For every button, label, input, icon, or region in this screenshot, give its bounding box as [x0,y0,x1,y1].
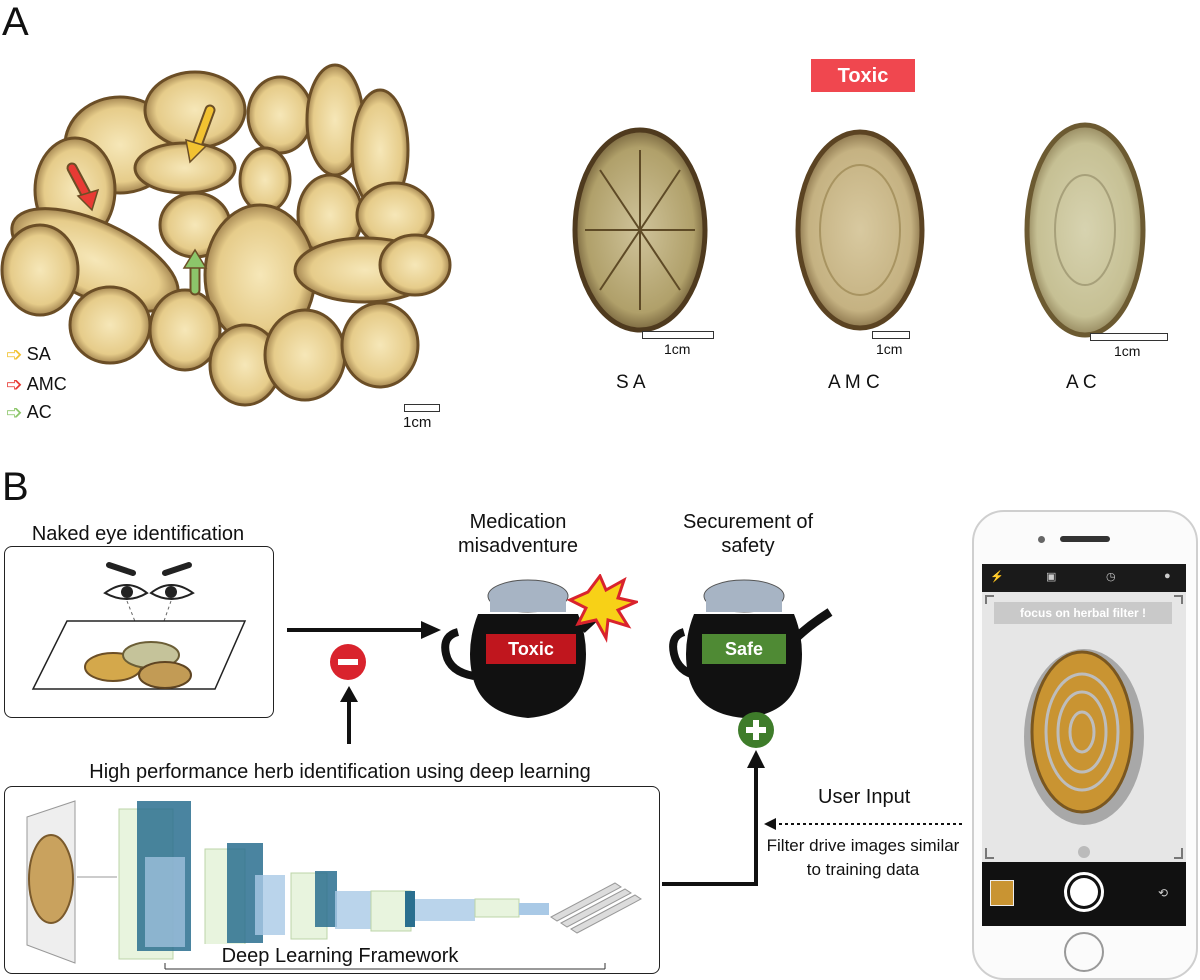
phone-mockup: ⚡ ▣ ◷ ● focus on herbal filter ! [972,510,1198,980]
legend-amc: ➩ AMC [6,374,67,396]
deep-learning-box [4,786,660,974]
scale-bar-amc [872,331,910,339]
scale-bar [404,404,440,412]
safety-title: Securement of safety [682,511,814,557]
camera-bottom-bar: ⟲ [982,862,1186,926]
arrow-to-toxic [287,621,441,639]
framework-label: Deep Learning Framework [200,944,480,968]
dotted-arrow [764,818,962,830]
misadventure-title: Medication misadventure [457,511,579,557]
legend-sa: ➩ SA [6,344,51,366]
speaker-slot [1060,536,1110,542]
timer-icon[interactable]: ◷ [1106,571,1116,583]
flash-icon[interactable]: ⚡ [990,571,1004,583]
panel-b-letter: B [2,465,29,509]
scale-label: 1cm [403,414,432,431]
sample-label-sa: S A [616,372,646,393]
deep-learning-title: High performance herb identification usi… [89,761,591,783]
cnn-diagram [26,800,642,970]
toxic-pot-label: Toxic [486,634,576,664]
minus-icon [330,644,366,680]
naked-eye-title: Naked eye identification [31,523,245,545]
safe-pot-label: Safe [702,634,786,664]
panel-a-letter: A [2,0,29,44]
viewfinder-herb [985,595,1183,859]
herb-slices-pile-image [0,63,452,407]
focus-banner: focus on herbal filter ! [994,602,1172,624]
user-input-label: User Input [818,786,911,808]
camera-dot [1038,536,1045,543]
sample-label-ac: A C [1066,372,1097,393]
sample-label-amc: A M C [828,372,880,393]
arrow-up-to-minus [340,686,358,744]
plus-icon [738,712,774,748]
arrow-right-icon: ➩ [6,402,23,424]
camera-viewfinder: focus on herbal filter ! [982,592,1186,862]
hdr-icon[interactable]: ▣ [1046,571,1057,583]
phone-screen: ⚡ ▣ ◷ ● focus on herbal filter ! [982,564,1186,926]
scale-bar-sa [642,331,714,339]
toxic-tag: Toxic [811,59,915,92]
sample-slices-image [572,122,1146,338]
shutter-button[interactable] [1064,872,1104,912]
legend-ac: ➩ AC [6,402,52,424]
arrow-right-icon: ➩ [6,374,23,396]
naked-eye-illustration [31,562,247,690]
gallery-thumbnail[interactable] [990,880,1014,906]
home-button[interactable] [1064,932,1104,972]
arrow-to-plus [662,750,765,886]
scale-label-amc: 1cm [876,341,903,357]
scale-label-ac: 1cm [1114,343,1141,359]
filter-icon[interactable]: ● [1164,570,1171,582]
filter-text: Filter drive images similar to training … [766,836,960,879]
arrow-right-icon: ➩ [6,344,23,366]
naked-eye-box [4,546,274,718]
camera-top-bar: ⚡ ▣ ◷ ● [982,564,1186,592]
scale-label-sa: 1cm [664,341,691,357]
scale-bar-ac [1090,333,1168,341]
switch-camera-icon[interactable]: ⟲ [1158,886,1169,900]
